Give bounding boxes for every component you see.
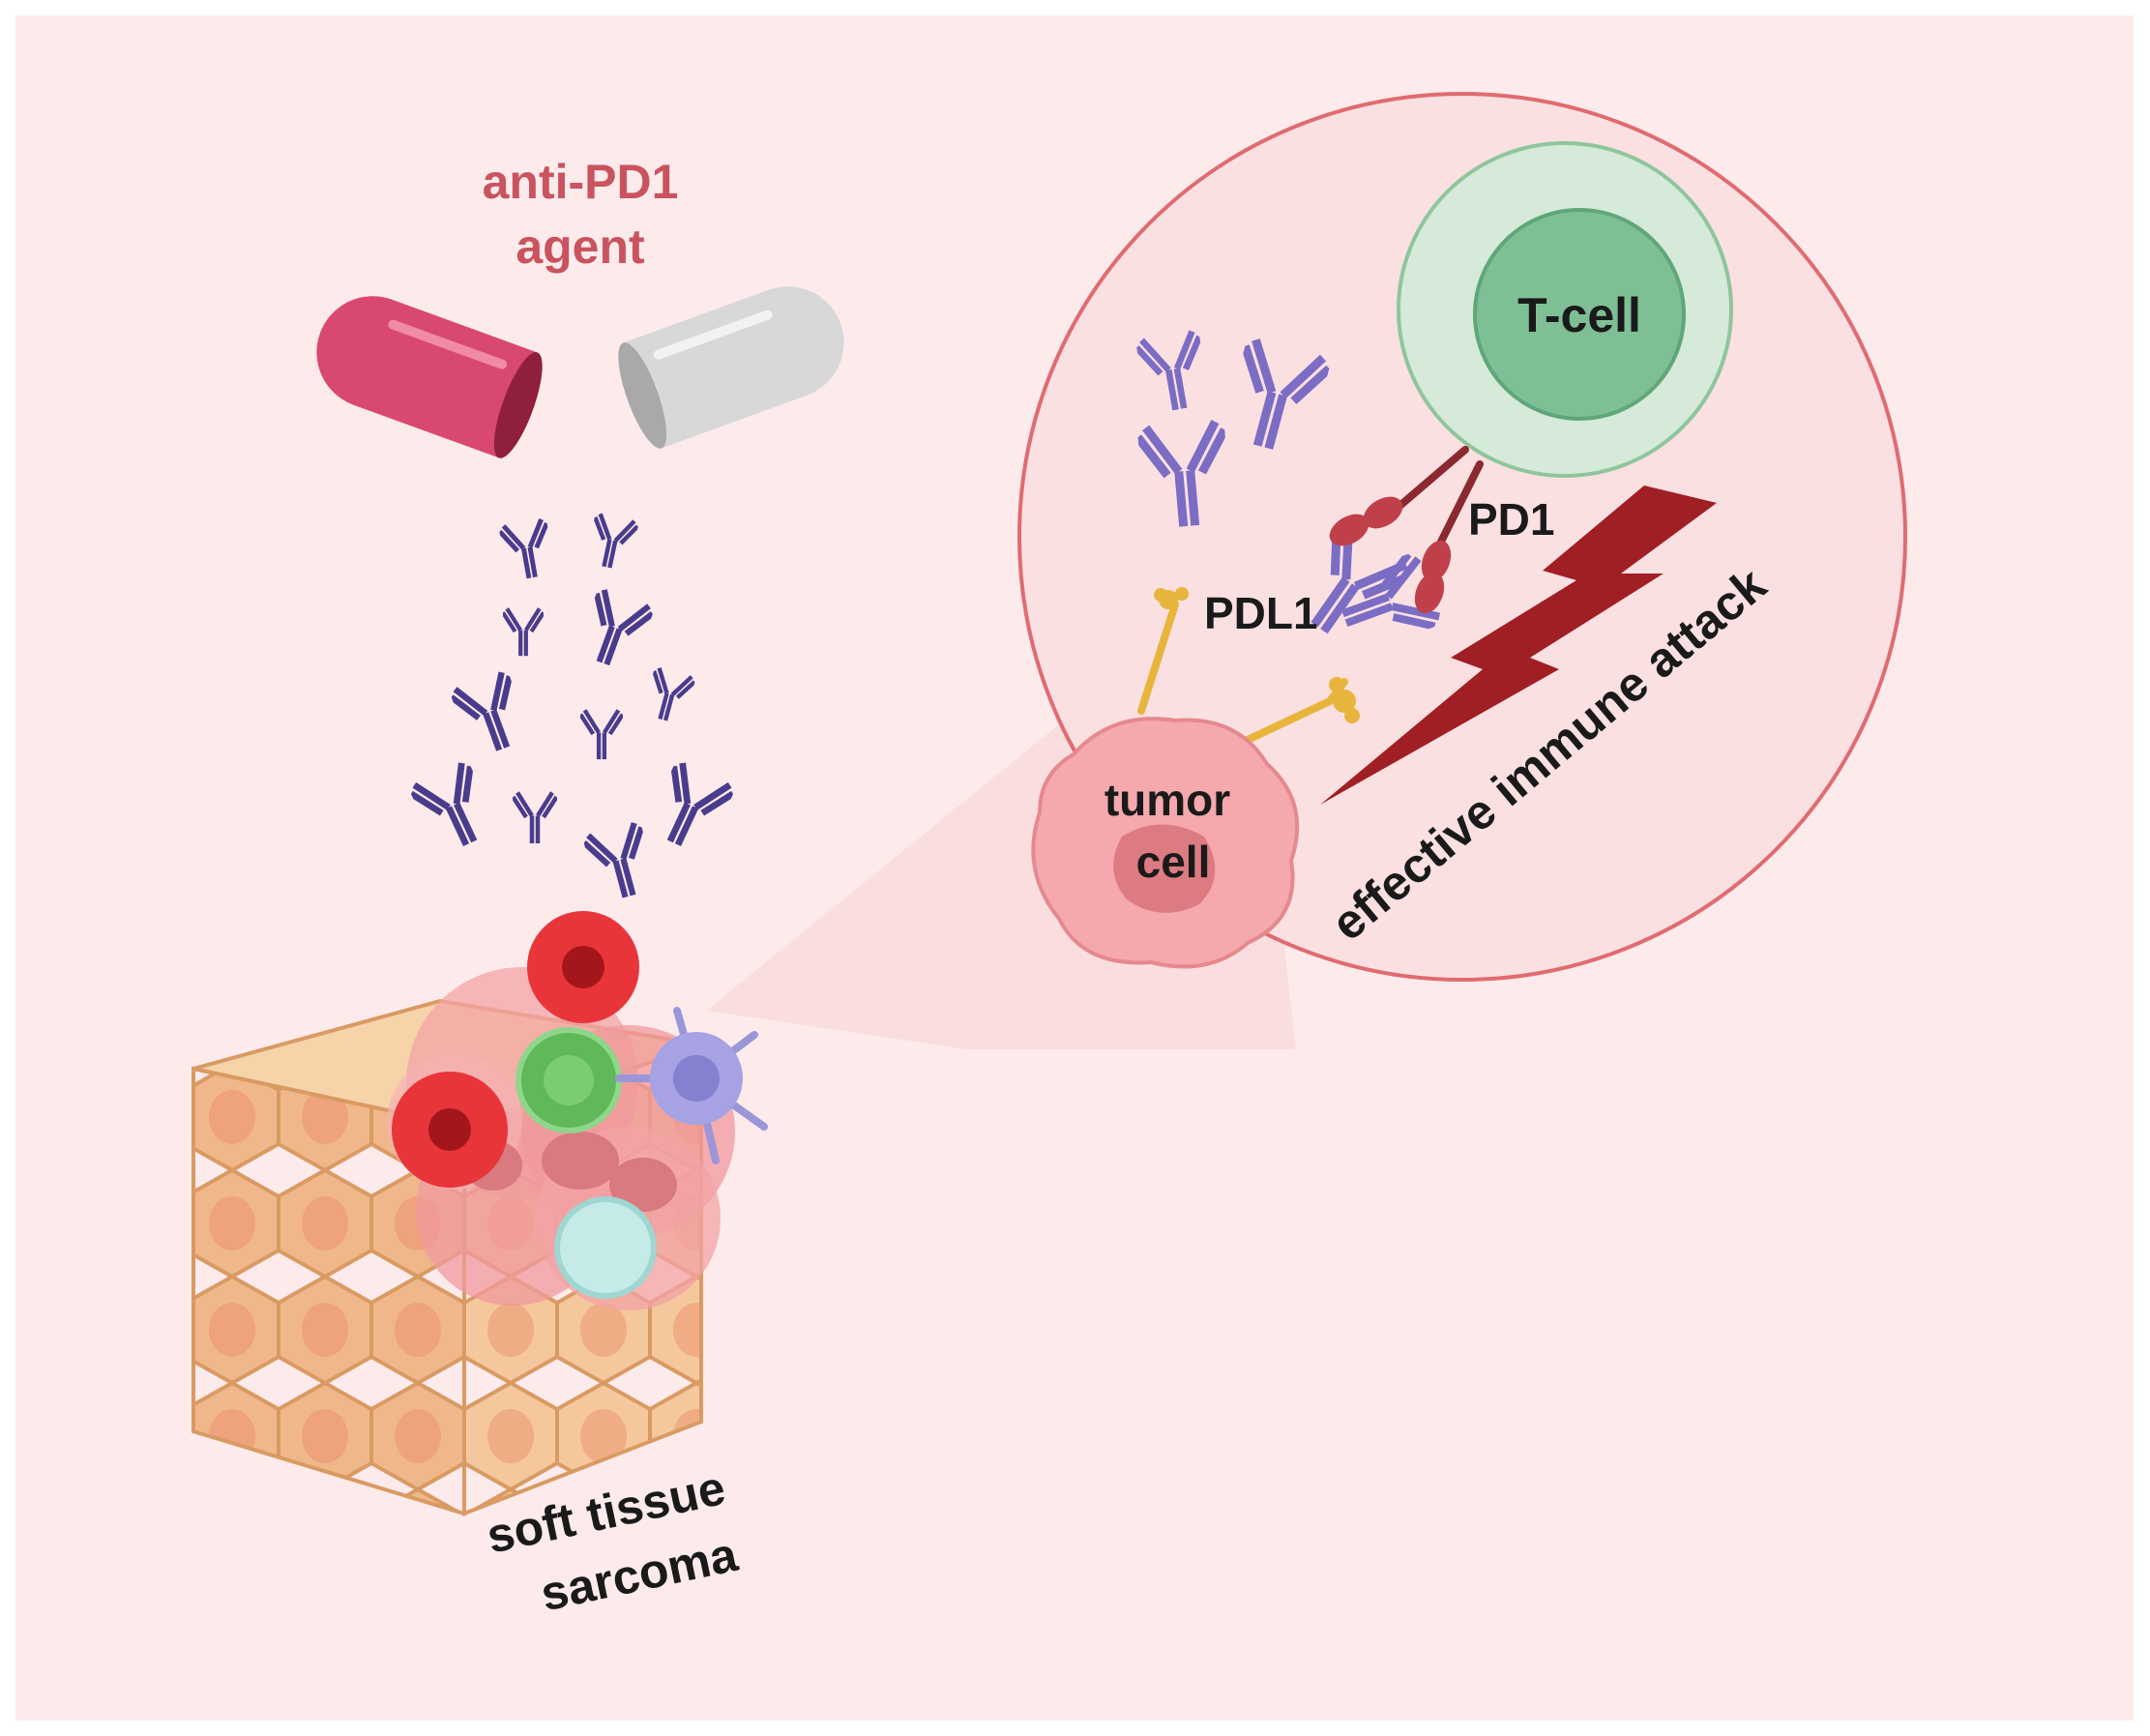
t-cell-icon <box>1397 141 1733 478</box>
pd1-label: PD1 <box>1468 494 1554 544</box>
teal-cell-icon <box>554 1196 657 1299</box>
pd1-receptor-icon <box>1394 446 1484 545</box>
capsule-icon <box>316 286 844 458</box>
tumor-label-line1: tumor <box>1104 775 1230 825</box>
pdl1-label: PDL1 <box>1204 588 1318 638</box>
tcell-label: T-cell <box>1517 288 1641 342</box>
lightning-bolt-icon <box>1320 485 1717 805</box>
drug-label-line2: agent <box>515 220 645 274</box>
tumor-label-line2: cell <box>1136 837 1211 887</box>
drug-label-line1: anti-PD1 <box>483 155 679 209</box>
tumor-mass <box>387 911 768 1310</box>
tumor-cell-icon <box>1031 717 1300 969</box>
